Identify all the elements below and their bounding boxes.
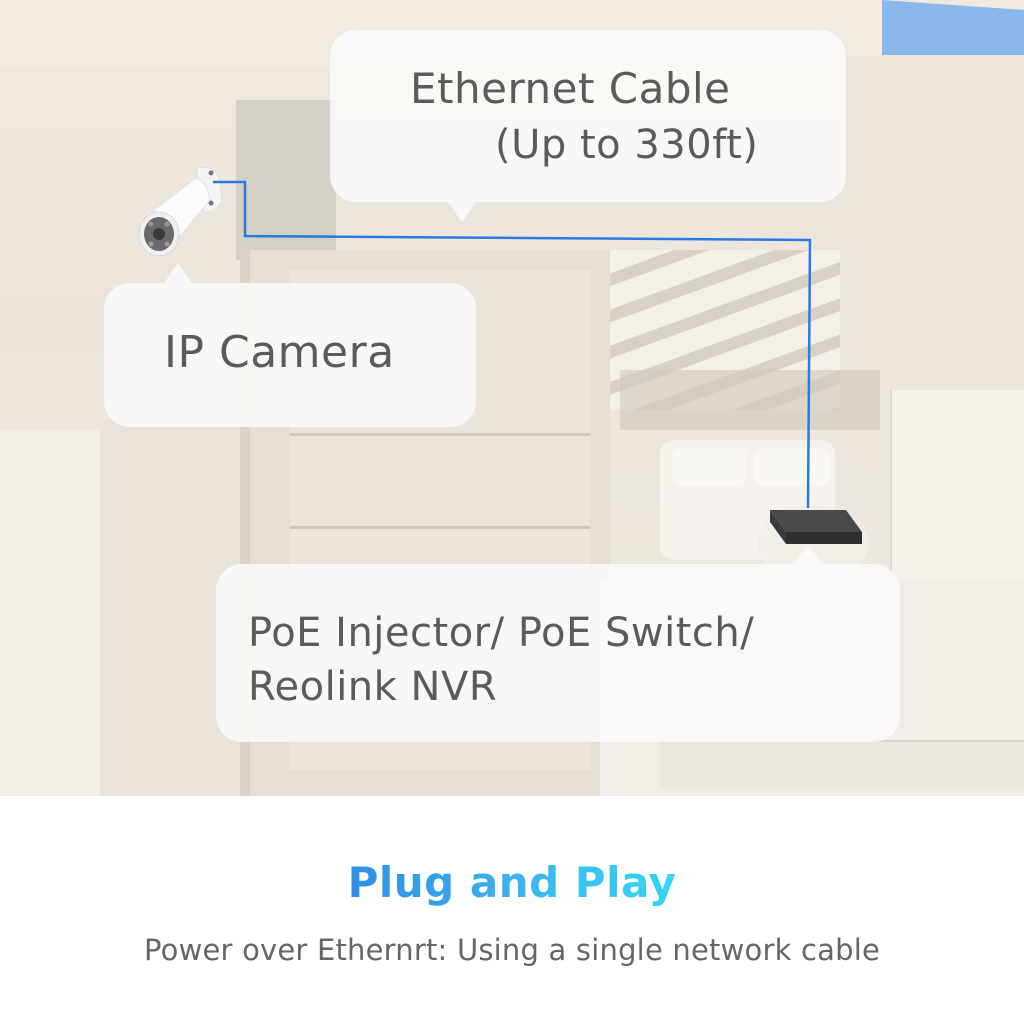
- feature-title: Plug and Play: [0, 858, 1024, 907]
- panel-line: [290, 433, 590, 436]
- ethernet-cable-line: [213, 180, 812, 509]
- cable-title-label: Ethernet Cable: [410, 64, 731, 113]
- panel-line: [290, 526, 590, 529]
- feature-title-text: Plug and Play: [347, 858, 677, 907]
- ip-camera-icon: [138, 166, 223, 257]
- stair-shadow: [620, 370, 880, 430]
- ip-camera-callout: IP Camera: [104, 263, 476, 427]
- poe-device-callout: PoE Injector/ PoE Switch/ Reolink NVR: [216, 544, 900, 742]
- bench: [890, 390, 1024, 580]
- poe-line2-label: Reolink NVR: [248, 664, 498, 710]
- sofa-cushion: [755, 448, 830, 486]
- cable-range-label: (Up to 330ft): [495, 122, 759, 168]
- poe-switch-device-icon: [770, 510, 862, 544]
- house-illustration: Ethernet Cable (Up to 330ft) IP Camera P…: [0, 0, 1024, 796]
- camera-label: IP Camera: [164, 327, 395, 378]
- callout-pointer: [794, 544, 822, 564]
- callout-pointer: [164, 263, 192, 283]
- left-column: [0, 430, 100, 796]
- ethernet-cable-callout: Ethernet Cable (Up to 330ft): [330, 30, 846, 222]
- feature-subtitle: Power over Ethernrt: Using a single netw…: [143, 933, 881, 967]
- sofa-cushion: [672, 448, 747, 486]
- shaded-wall: [236, 100, 336, 260]
- poe-line1-label: PoE Injector/ PoE Switch/: [248, 610, 755, 656]
- callout-pointer: [448, 202, 476, 222]
